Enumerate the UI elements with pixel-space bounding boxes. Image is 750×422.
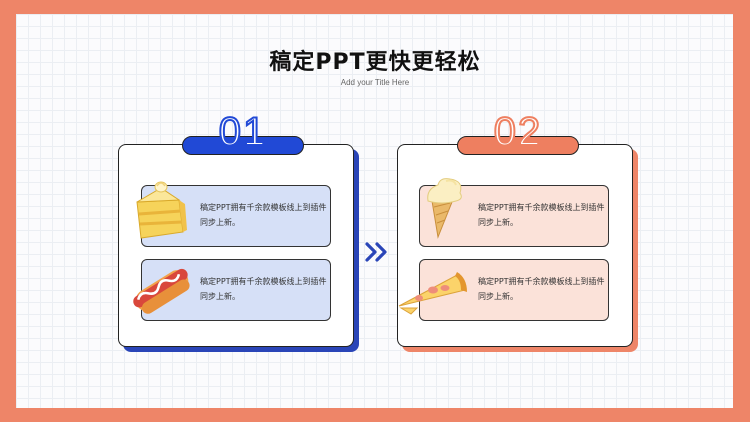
- item-text: 稿定PPT拥有千余款模板线上到插件同步上新。: [200, 203, 327, 227]
- card-01-number: 01: [218, 109, 268, 155]
- card-01-tab: [182, 136, 304, 155]
- item-text: 稿定PPT拥有千余款模板线上到插件同步上新。: [200, 277, 327, 301]
- cake-slice-icon: [136, 181, 187, 239]
- card-02-tab: [457, 136, 579, 155]
- hot-dog-icon: [133, 268, 190, 314]
- ice-cream-cone-icon: [427, 178, 462, 239]
- card-02-item-1: 稿定PPT拥有千余款模板线上到插件同步上新。: [419, 185, 609, 247]
- card-02: 稿定PPT拥有千余款模板线上到插件同步上新。 稿定PPT拥有千余款模板线上到插件…: [397, 144, 633, 347]
- item-text: 稿定PPT拥有千余款模板线上到插件同步上新。: [478, 277, 605, 301]
- card-02-number: 02: [493, 109, 543, 155]
- card-01: 稿定PPT拥有千余款模板线上到插件同步上新。 稿定PPT拥有千余款模板线上到插件…: [118, 144, 354, 347]
- pizza-slice-icon: [398, 272, 467, 315]
- slide-title: 稿定PPT更快更轻松: [269, 50, 481, 75]
- double-chevron-right-icon: [365, 242, 387, 262]
- card-01-item-1: 稿定PPT拥有千余款模板线上到插件同步上新。: [141, 185, 331, 247]
- item-text: 稿定PPT拥有千余款模板线上到插件同步上新。: [478, 203, 605, 227]
- slide-subtitle: Add your Title Here: [340, 78, 410, 87]
